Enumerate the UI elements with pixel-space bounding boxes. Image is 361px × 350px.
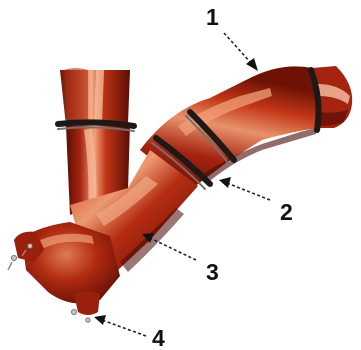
dashed-arrow-icon: [246, 58, 258, 71]
dashed-arrow-icon: [94, 315, 106, 325]
bolt-icon: [28, 244, 33, 249]
callout-label-3: 3: [206, 259, 219, 285]
callout-2: 2: [219, 177, 293, 225]
pipe-fitting: [8, 66, 352, 322]
callout-4: 4: [94, 315, 165, 350]
callout-label-2: 2: [280, 199, 293, 225]
dashed-arrow-icon: [219, 177, 231, 188]
callout-label-4: 4: [152, 325, 165, 350]
callout-1: 1: [206, 4, 258, 71]
bolt-icon: [11, 255, 16, 260]
callout-label-1: 1: [206, 4, 219, 30]
bolt-icon: [86, 318, 90, 322]
bolt-icon: [71, 309, 76, 314]
lower-flange: [14, 222, 120, 315]
joint-ring-vertical: [58, 122, 134, 126]
